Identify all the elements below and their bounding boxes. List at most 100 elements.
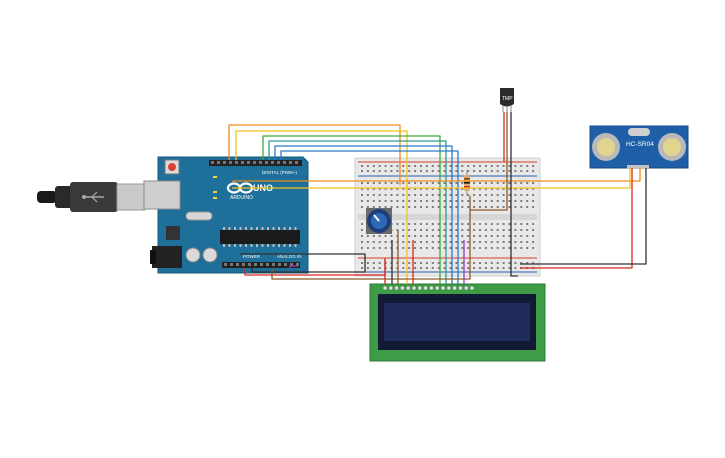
lcd-screen	[384, 303, 530, 341]
breadboard-hole	[402, 188, 405, 190]
breadboard-hole	[437, 206, 440, 208]
chip-pin	[272, 227, 275, 230]
breadboard-hole	[449, 194, 452, 196]
breadboard-hole	[526, 223, 529, 225]
breadboard-hole	[443, 206, 446, 208]
power-label: POWER	[243, 254, 261, 259]
breadboard[interactable]	[354, 157, 541, 277]
rail-hole	[520, 262, 523, 264]
potentiometer[interactable]	[366, 208, 392, 234]
rail-hole	[366, 267, 369, 269]
atmega-chip	[220, 230, 300, 244]
breadboard-hole	[455, 247, 458, 249]
breadboard-hole	[473, 182, 476, 184]
rail-hole	[443, 170, 446, 172]
breadboard-hole	[514, 188, 517, 190]
breadboard-hole	[437, 241, 440, 243]
lcd-16x2-display[interactable]	[369, 283, 546, 362]
crystal-oscillator	[185, 211, 213, 221]
breadboard-hole	[520, 229, 523, 231]
breadboard-hole	[414, 229, 417, 231]
reset-button-cap[interactable]	[168, 163, 176, 171]
breadboard-hole	[502, 235, 505, 237]
breadboard-hole	[526, 188, 529, 190]
rail-hole	[520, 165, 523, 167]
breadboard-hole	[502, 200, 505, 202]
breadboard-hole	[431, 235, 434, 237]
breadboard-hole	[402, 206, 405, 208]
breadboard-hole	[473, 223, 476, 225]
breadboard-hole	[378, 182, 381, 184]
chip-pin	[261, 227, 264, 230]
lcd-pin	[446, 285, 451, 291]
breadboard-hole	[414, 247, 417, 249]
rail-hole	[461, 267, 464, 269]
breadboard-hole	[473, 229, 476, 231]
breadboard-hole	[479, 188, 481, 190]
lcd-pins	[382, 285, 475, 291]
breadboard-hole	[361, 200, 363, 202]
chip-pin	[256, 227, 258, 230]
breadboard-hole	[372, 241, 375, 243]
rail-hole	[414, 165, 417, 167]
rail-hole	[484, 170, 487, 172]
breadboard-hole	[378, 194, 381, 196]
power-jack	[152, 246, 182, 268]
rail-hole	[420, 262, 422, 264]
rail-hole	[490, 170, 493, 172]
breadboard-hole	[484, 235, 487, 237]
temperature-sensor-icon[interactable]: TMP	[500, 88, 514, 112]
wire-brown-analog	[271, 196, 471, 280]
breadboard-hole	[443, 235, 446, 237]
chip-pin	[245, 227, 247, 230]
rail-hole	[414, 262, 417, 264]
rail-hole	[479, 267, 481, 269]
rail-hole	[449, 267, 452, 269]
rail-hole	[420, 170, 422, 172]
header-pin	[211, 161, 214, 164]
arduino-uno-board[interactable]: DIGITAL (PWM~) UNO ARDUINO POWER ANALOG …	[143, 156, 309, 274]
breadboard-hole	[526, 229, 529, 231]
breadboard-hole	[425, 194, 428, 196]
breadboard-hole	[420, 194, 422, 196]
lcd-pin	[382, 285, 388, 291]
breadboard-hole	[425, 188, 428, 190]
breadboard-hole	[508, 182, 511, 184]
rail-hole	[526, 165, 529, 167]
rail-hole	[443, 165, 446, 167]
breadboard-hole	[384, 206, 387, 208]
breadboard-hole	[490, 182, 493, 184]
breadboard-hole	[437, 229, 440, 231]
breadboard-hole	[526, 206, 529, 208]
rail-hole	[467, 262, 470, 264]
breadboard-hole	[484, 194, 487, 196]
breadboard-hole	[502, 241, 505, 243]
breadboard-hole	[532, 223, 535, 225]
arduino-brand: ARDUINO	[230, 195, 253, 201]
analog-label: ANALOG IN	[277, 254, 302, 259]
breadboard-hole	[431, 223, 434, 225]
breadboard-hole	[408, 182, 411, 184]
breadboard-hole	[514, 241, 517, 243]
led-rx	[213, 197, 217, 199]
breadboard-hole	[402, 223, 405, 225]
breadboard-hole	[484, 182, 487, 184]
breadboard-hole	[449, 241, 452, 243]
header-pin	[253, 161, 256, 164]
rail-hole	[461, 262, 464, 264]
breadboard-hole	[361, 235, 363, 237]
breadboard-hole	[520, 235, 523, 237]
breadboard-hole	[514, 247, 517, 249]
breadboard-hole	[473, 194, 476, 196]
breadboard-hole	[390, 194, 393, 196]
breadboard-hole	[372, 235, 375, 237]
breadboard-hole	[390, 188, 393, 190]
breadboard-hole	[484, 247, 487, 249]
lcd-pin	[417, 285, 422, 291]
rail-hole	[484, 267, 487, 269]
ultrasonic-sensor-icon[interactable]: HC-SR04	[589, 125, 689, 169]
breadboard-hole	[508, 241, 511, 243]
breadboard-hole	[455, 200, 458, 202]
breadboard-hole	[408, 200, 411, 202]
